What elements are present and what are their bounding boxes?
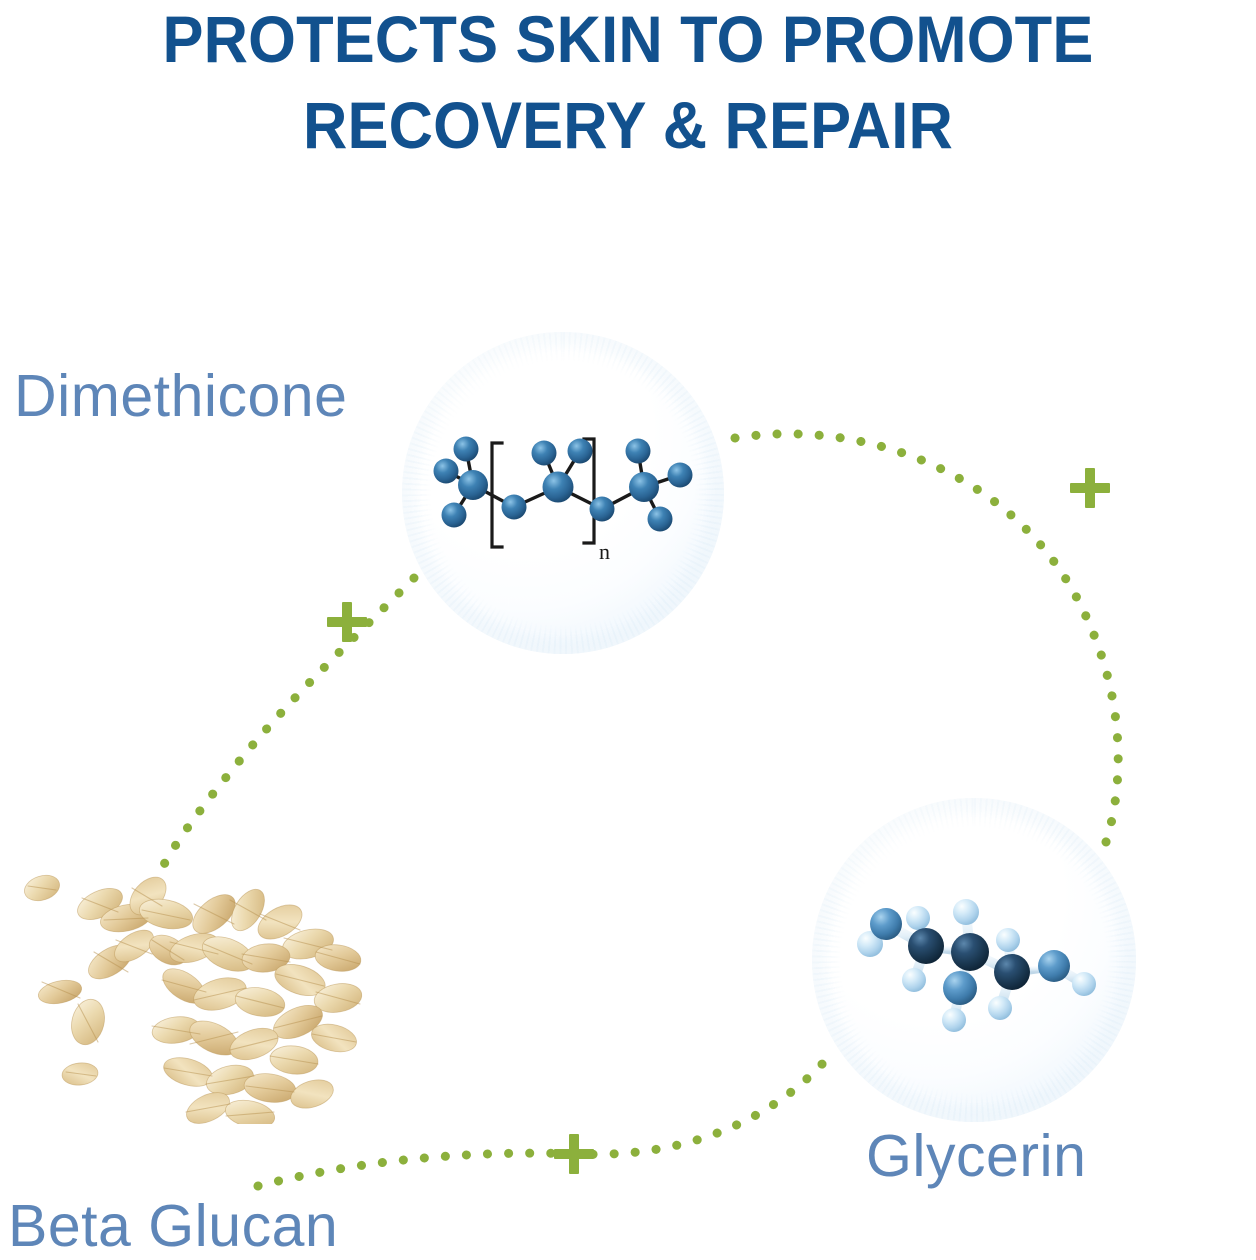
headline-line-2: RECOVERY & REPAIR xyxy=(302,88,954,162)
ingredient-label-glycerin: Glycerin xyxy=(866,1123,1087,1189)
oat-flakes-photo xyxy=(24,874,363,1124)
glycerin-molecule-icon xyxy=(857,899,1096,1032)
bubble-dimethicone: n xyxy=(402,332,724,654)
plus-icon-right xyxy=(1068,466,1112,510)
arc-dimethicone-to-beta-glucan xyxy=(155,573,419,877)
bubble-glycerin xyxy=(812,798,1136,1122)
repeat-subscript: n xyxy=(599,539,610,564)
molecule-holder xyxy=(812,798,1136,1122)
ingredient-label-dimethicone: Dimethicone xyxy=(14,363,348,429)
ingredient-label-beta-glucan: Beta Glucan xyxy=(8,1193,339,1259)
headline-line-1: PROTECTS SKIN TO PROMOTE xyxy=(162,2,1094,76)
plus-icon-left xyxy=(325,600,369,644)
arc-dimethicone-to-glycerin xyxy=(730,429,1123,847)
plus-icon-bottom xyxy=(552,1132,596,1176)
molecule-holder: n xyxy=(402,332,724,654)
page-title: PROTECTS SKIN TO PROMOTE RECOVERY & REPA… xyxy=(44,0,1212,168)
dimethicone-molecule-icon: n xyxy=(433,436,693,564)
